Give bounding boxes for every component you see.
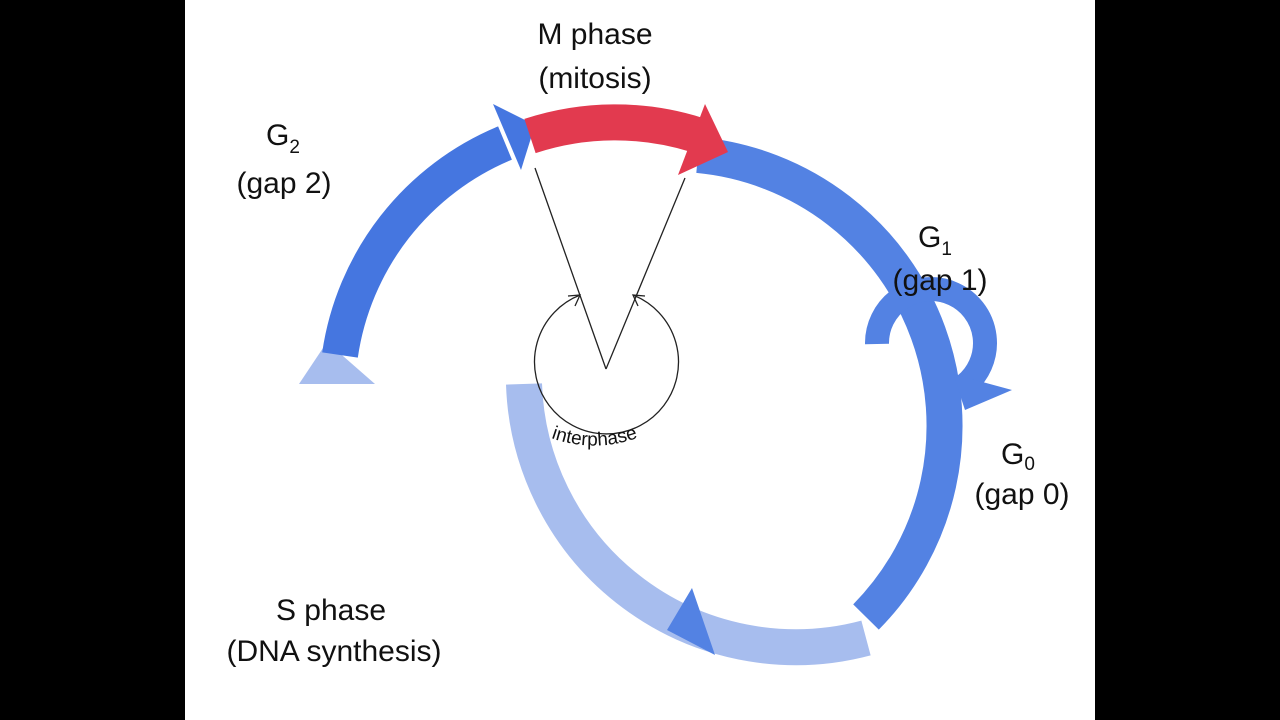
interphase-circle: [533, 294, 680, 435]
interphase-arrowhead-right: [631, 294, 646, 307]
g2-paren: (gap 2): [236, 167, 331, 200]
g0-arrowhead: [953, 374, 1012, 410]
g0-subscript: 0: [1024, 454, 1035, 475]
g0-paren: (gap 0): [974, 478, 1069, 511]
interphase-line-right: [605, 177, 686, 370]
interphase-arrowhead-left: [567, 294, 582, 307]
g2-arrowhead: [493, 104, 535, 170]
cell-cycle-diagram: interphase M phase (mitosis) G2 (gap 2) …: [185, 0, 1095, 720]
g1-paren: (gap 1): [892, 264, 987, 297]
g1-arrowhead: [667, 588, 715, 655]
m-phase-arrowhead: [678, 104, 728, 175]
g1-arc: [696, 137, 963, 630]
diagram-svg: interphase M phase (mitosis) G2 (gap 2) …: [226, 18, 1069, 668]
m-phase-arc: [524, 104, 703, 154]
g2-subscript: 2: [289, 137, 300, 158]
g1-subscript: 1: [941, 239, 952, 260]
g0-letter: G: [1001, 438, 1024, 471]
s-phase-title: S phase: [276, 594, 386, 627]
s-phase-arrowhead: [299, 342, 375, 384]
s-phase-subtitle: (DNA synthesis): [226, 635, 441, 668]
m-phase-title: M phase: [537, 18, 652, 51]
interphase-line-left: [534, 167, 607, 370]
g0-title: G0: [1001, 438, 1035, 475]
interphase-label: interphase: [549, 422, 639, 450]
g2-title: G2: [266, 119, 300, 158]
s-phase-arc: [506, 383, 871, 666]
g0-loop: [864, 277, 997, 395]
g1-letter: G: [918, 221, 941, 254]
g2-arc: [322, 126, 513, 358]
m-phase-subtitle: (mitosis): [538, 62, 651, 95]
g2-letter: G: [266, 119, 289, 152]
g1-title: G1: [918, 221, 952, 260]
